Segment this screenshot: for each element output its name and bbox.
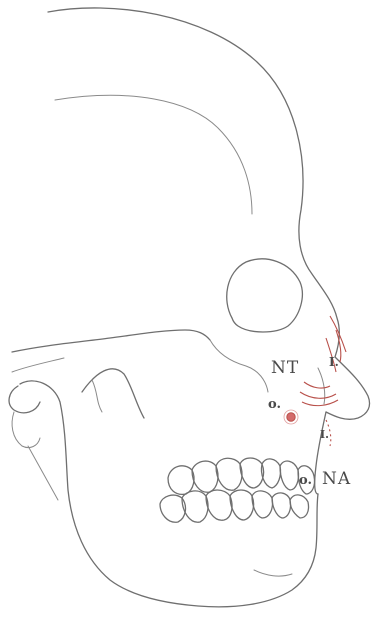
zygomatic-arch bbox=[12, 330, 210, 352]
coronoid-process bbox=[82, 369, 144, 418]
label-na: NA bbox=[322, 471, 351, 488]
label-i-lower: I. bbox=[320, 429, 329, 440]
mandible-outline bbox=[20, 381, 318, 607]
label-nt: NT bbox=[271, 360, 299, 377]
zygomatic-suture bbox=[92, 380, 102, 412]
temporal-line bbox=[55, 95, 252, 214]
condyle bbox=[9, 386, 40, 413]
mastoid-process bbox=[12, 412, 40, 448]
mental-protuberance bbox=[254, 570, 292, 576]
styloid-process bbox=[28, 446, 58, 500]
label-i-upper: I. bbox=[329, 356, 339, 368]
upper-teeth bbox=[168, 458, 315, 494]
cranium-outline bbox=[48, 8, 339, 357]
nerve-point-marker bbox=[287, 413, 295, 421]
cranial-base bbox=[12, 358, 64, 372]
label-o-lower: o. bbox=[299, 474, 312, 487]
orbit-outline bbox=[227, 259, 303, 332]
zygomatic-bone bbox=[210, 340, 268, 392]
label-o-upper: o. bbox=[268, 398, 281, 411]
